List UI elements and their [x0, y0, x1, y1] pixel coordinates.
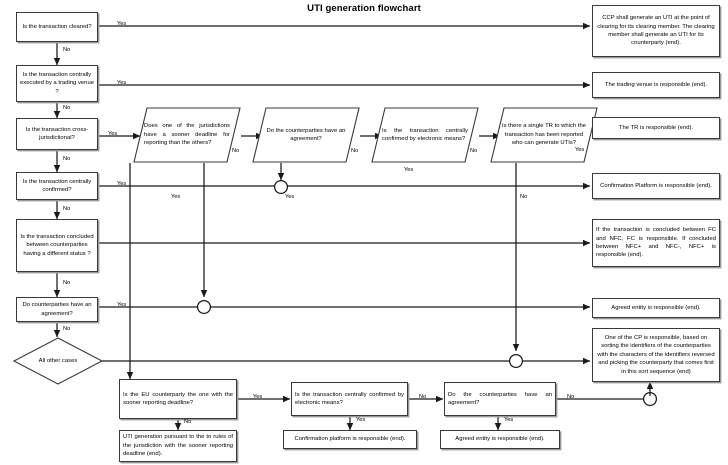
node-label: Is the transaction cross-jurisdictional? [25, 126, 89, 141]
edge-label-eucp-yes: Yes [253, 394, 263, 400]
node-label: Confirmation platform is responsible (en… [294, 436, 406, 443]
result-tr-responsible: The TR is responsible (end). [592, 117, 720, 139]
edge-label-crossjur-yes: Yes [108, 131, 118, 137]
node-do-counterparties-have-agreement[interactable]: Do counterparties have an agreement? [16, 297, 98, 322]
node-label: Do the counterparties have an agreement? [266, 127, 346, 142]
edge-label-cleared-yes: Yes [117, 21, 127, 27]
edge-label-cpagree-no: No [351, 148, 359, 154]
node-label: Is the transaction centrally confirmed b… [295, 391, 404, 406]
edge-label-bot-elec-no: No [419, 394, 427, 400]
edge-label-agreement-no: No [63, 326, 71, 332]
diamond-shape [12, 337, 104, 385]
node-bottom-counterparties-agreement[interactable]: Do the counterparties have an agreement? [444, 382, 556, 416]
edge-label-bot-elec-yes: Yes [356, 417, 366, 423]
node-label: If the transaction is concluded between … [596, 227, 716, 259]
edge-label-centconf-no: No [63, 206, 71, 212]
node-bottom-centrally-confirmed-electronic[interactable]: Is the transaction centrally confirmed b… [291, 382, 408, 416]
edge-label-centconf-yes: Yes [117, 181, 127, 187]
node-label: The TR is responsible (end). [618, 124, 694, 131]
node-centrally-confirmed-electronic-para[interactable]: Is the transaction centrally confirmed b… [371, 107, 479, 163]
result-agreed-entity-responsible: Agreed entity is responsible (end). [592, 298, 720, 318]
node-different-status[interactable]: Is the transaction concluded between cou… [16, 219, 98, 272]
edge-label-electronic-yes: Yes [404, 167, 414, 173]
edge-label-bot-agree-no: No [567, 394, 575, 400]
edge-label-deadline-no: No [232, 148, 240, 154]
edge-label-cleared-no: No [63, 47, 71, 53]
node-is-centrally-confirmed[interactable]: Is the transaction centrally confirmed? [16, 172, 98, 200]
node-is-transaction-cleared[interactable]: Is the transaction cleared? [16, 12, 98, 42]
edge-label-singletr-no: No [520, 194, 528, 200]
node-label: Is the EU counterparty the one with the … [123, 391, 233, 406]
node-label: UTI generation pursuant to the to rules … [123, 434, 233, 458]
parallelogram-shape [371, 107, 479, 163]
page-title: UTI generation flowchart [307, 3, 421, 14]
node-counterparties-have-agreement-para[interactable]: Do the counterparties have an agreement? [252, 107, 360, 163]
parallelogram-shape [133, 107, 241, 163]
node-label: Is the transaction concluded between cou… [20, 233, 94, 257]
edge-label-singletr-yes: Yes [575, 147, 585, 153]
result-bottom-agreed-entity: Agreed entity is responsible (end). [440, 430, 560, 449]
node-label: Is there a single TR to which the transa… [501, 123, 587, 147]
edge-label-agreement-yes: Yes [117, 302, 127, 308]
node-label: Is the transaction cleared? [22, 23, 92, 30]
edge-label-bot-agree-yes: Yes [504, 417, 514, 423]
node-label: Does one of the jurisdictions have a soo… [144, 123, 230, 147]
edge-label-cpagree-yes: Yes [285, 194, 295, 200]
node-label: Agreed entity is responsible (end). [611, 304, 701, 311]
node-label: Is the transaction centrally confirmed? [22, 178, 92, 193]
edge-label-deadline-yes: Yes [171, 194, 181, 200]
parallelogram-shape [490, 107, 598, 163]
node-label: One of the CP is responsible, based on s… [597, 335, 715, 375]
result-uti-generation-jurisdiction-rules: UTI generation pursuant to the to rules … [119, 430, 237, 462]
node-eu-counterparty-sooner-deadline[interactable]: Is the EU counterparty the one with the … [119, 379, 237, 419]
node-all-other-cases[interactable]: All other cases [12, 337, 104, 385]
edge-label-venue-no: No [63, 105, 71, 111]
edge-label-electronic-no: No [470, 148, 478, 154]
node-label: Agreed entity is responsible (end). [455, 436, 545, 443]
node-label: Is the transaction centrally confirmed b… [382, 127, 468, 142]
result-bottom-confirmation-platform: Confirmation platform is responsible (en… [283, 430, 417, 449]
result-cp-sorting-responsible: One of the CP is responsible, based on s… [592, 328, 720, 382]
node-label: All other cases [38, 357, 78, 364]
edge-label-eucp-no: No [184, 419, 192, 425]
node-label: Do counterparties have an agreement? [22, 302, 92, 317]
node-jurisdiction-sooner-deadline[interactable]: Does one of the jurisdictions have a soo… [133, 107, 241, 163]
result-ccp-generates-uti: CCP shall generate an UTI at the point o… [592, 5, 720, 57]
node-label: CCP shall generate an UTI at the point o… [597, 15, 715, 47]
result-fc-nfc-responsible: If the transaction is concluded between … [592, 219, 720, 267]
node-single-tr-reported[interactable]: Is there a single TR to which the transa… [490, 107, 598, 163]
node-label: Confirmation Platform is responsible (en… [600, 182, 712, 189]
edge-label-venue-yes: Yes [117, 80, 127, 86]
edge-label-crossjur-no: No [63, 156, 71, 162]
node-is-cross-jurisdictional[interactable]: Is the transaction cross-jurisdictional? [16, 118, 98, 150]
node-label: The trading venue is responsible (end). [604, 81, 708, 88]
node-label: Do the counterparties have an agreement? [448, 391, 552, 406]
node-label: Is the transaction centrally executed by… [20, 71, 95, 95]
node-is-centrally-executed-trading-venue[interactable]: Is the transaction centrally executed by… [16, 65, 98, 102]
result-confirmation-platform-responsible: Confirmation Platform is responsible (en… [592, 173, 720, 199]
edge-label-status-no: No [63, 280, 71, 286]
result-trading-venue-responsible: The trading venue is responsible (end). [592, 72, 720, 98]
parallelogram-shape [252, 107, 360, 163]
